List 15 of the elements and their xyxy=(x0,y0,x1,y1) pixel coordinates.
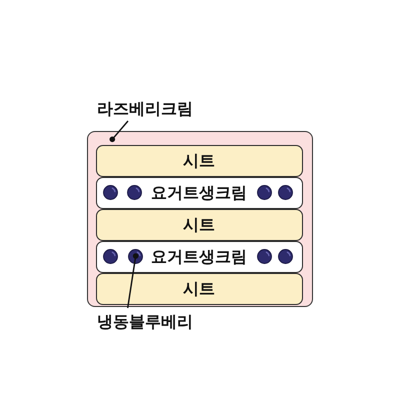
layer-label: 시트 xyxy=(183,152,215,170)
layer-label: 요거트생크림 xyxy=(151,248,247,266)
part-label: 냉동블루베리 xyxy=(97,312,193,332)
leader-line xyxy=(110,120,129,142)
sponge-layer xyxy=(96,144,302,176)
cream-frame xyxy=(87,131,313,307)
cream-layer xyxy=(96,176,302,208)
part-label: 라즈베리크림 xyxy=(97,99,193,119)
cream-layer xyxy=(96,240,302,272)
sponge-layer xyxy=(96,208,302,240)
layer-label: 요거트생크림 xyxy=(151,184,247,202)
layer-label: 시트 xyxy=(183,216,215,234)
sponge-layer xyxy=(96,272,302,304)
layer-label: 시트 xyxy=(183,280,215,298)
leader-line xyxy=(127,253,138,308)
